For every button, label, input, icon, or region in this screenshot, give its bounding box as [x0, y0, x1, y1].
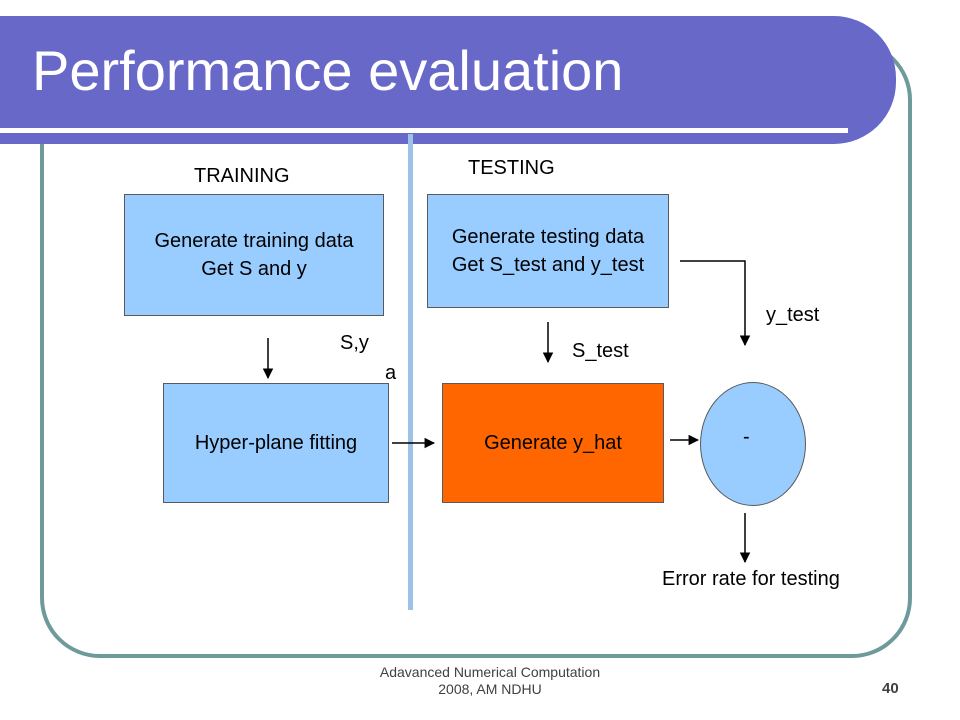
footer-line2: 2008, AM NDHU: [438, 681, 542, 697]
slide-title: Performance evaluation: [32, 39, 624, 102]
training-heading: TRAINING: [194, 165, 290, 187]
subtraction-node: [700, 382, 806, 506]
footer-line1: Adavanced Numerical Computation: [379, 664, 601, 680]
arrow-ytest-to-subtract: [680, 260, 751, 347]
generate-testing-data-box: Generate testing data Get S_test and y_t…: [427, 194, 669, 308]
label-y-test: y_test: [766, 304, 820, 326]
page-number: 40: [882, 680, 899, 697]
generate-testing-line1: Generate testing data: [451, 226, 645, 248]
training-testing-divider: [408, 134, 413, 610]
minus-sign: -: [743, 426, 750, 448]
title-band: [0, 16, 896, 144]
label-error-rate: Error rate for testing: [662, 568, 840, 590]
label-s-test: S_test: [572, 340, 629, 362]
slide-footer: Adavanced Numerical Computation 2008, AM…: [340, 664, 640, 698]
title-rule: [0, 128, 848, 133]
generate-y-hat-label: Generate y_hat: [484, 432, 622, 454]
generate-testing-line2: Get S_test and y_test: [451, 254, 645, 276]
generate-training-line1: Generate training data: [154, 230, 354, 252]
generate-training-data-box: Generate training data Get S and y: [124, 194, 384, 316]
generate-training-line2: Get S and y: [201, 258, 307, 280]
testing-heading: TESTING: [468, 157, 555, 179]
label-a: a: [385, 362, 397, 384]
hyper-plane-fitting-label: Hyper-plane fitting: [194, 432, 358, 454]
label-s-y: S,y: [340, 332, 369, 354]
generate-y-hat-box: Generate y_hat: [442, 383, 664, 503]
hyper-plane-fitting-box: Hyper-plane fitting: [163, 383, 389, 503]
